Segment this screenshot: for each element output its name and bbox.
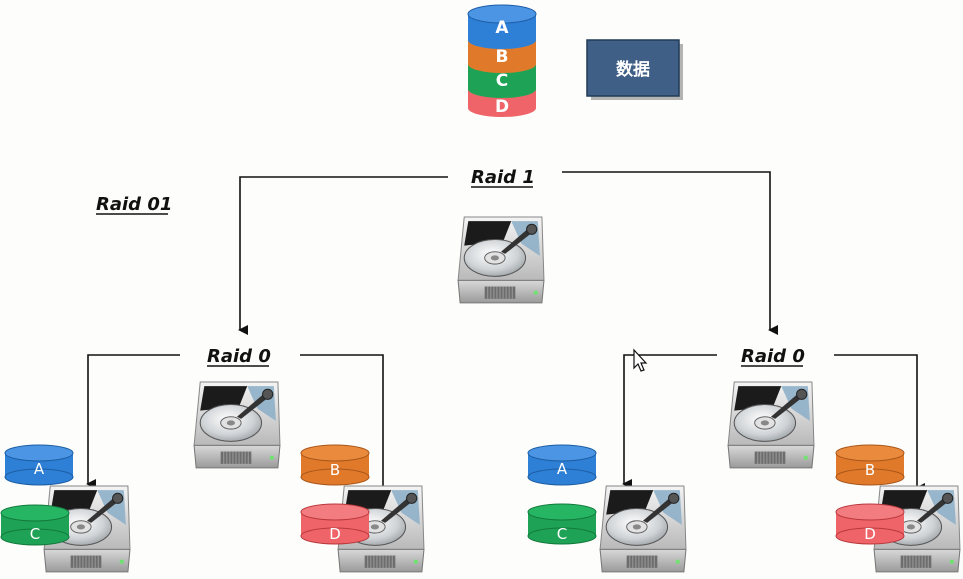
- arrow-left-raid0-to-disk1: [86, 354, 180, 489]
- raid0-left-title: Raid 0: [207, 346, 271, 367]
- stack-label-b: B: [496, 47, 509, 67]
- raid01-title: Raid 01: [96, 194, 172, 215]
- left-cylinder-d: D: [300, 503, 370, 545]
- left-cylinder-a: A: [4, 444, 74, 486]
- right-cylinder-d-label: D: [864, 525, 876, 543]
- left-cylinder-c-label: C: [30, 525, 40, 543]
- stack-label-d: D: [495, 97, 509, 117]
- raid0-left-label: Raid 0: [207, 346, 271, 367]
- left-cylinder-b: B: [300, 444, 370, 486]
- raid1-hard-drive-icon: [457, 216, 545, 304]
- raid1-label: Raid 1: [471, 167, 535, 188]
- left-raid0-hard-drive-icon: [193, 381, 281, 469]
- arrow-raid1-to-right-raid0: [562, 171, 778, 335]
- right-cylinder-d: D: [835, 503, 905, 545]
- raid01-label: Raid 01: [96, 194, 172, 215]
- stack-label-c: C: [496, 71, 508, 91]
- right-cylinder-c-label: C: [557, 525, 567, 543]
- left-cylinder-d-label: D: [329, 525, 341, 543]
- left-cylinder-a-label: A: [34, 460, 45, 478]
- right-cylinder-c: C: [527, 503, 597, 545]
- arrow-raid1-to-left-raid0: [238, 176, 448, 335]
- left-cylinder-b-label: B: [330, 461, 340, 479]
- raid1-title: Raid 1: [471, 167, 535, 188]
- data-legend-label: 数据: [616, 59, 650, 80]
- data-stack: D C B A: [467, 4, 537, 117]
- right-disk1-hard-drive-icon: [599, 485, 687, 573]
- connector-lines: [86, 171, 925, 497]
- stack-segment-a: A: [467, 4, 537, 49]
- right-cylinder-b: B: [835, 444, 905, 486]
- arrow-right-raid0-to-disk1: [622, 354, 717, 489]
- raid0-right-title: Raid 0: [741, 346, 805, 367]
- left-cylinder-c: C: [0, 504, 70, 546]
- data-legend-box: 数据: [586, 39, 683, 100]
- stack-label-a: A: [495, 18, 509, 38]
- right-cylinder-a-label: A: [557, 460, 568, 478]
- right-cylinder-b-label: B: [865, 461, 875, 479]
- right-cylinder-a: A: [527, 444, 597, 486]
- right-raid0-hard-drive-icon: [727, 381, 815, 469]
- arrow-right-raid0-to-disk2: [834, 354, 925, 493]
- raid0-right-label: Raid 0: [741, 346, 805, 367]
- arrow-left-raid0-to-disk2: [300, 354, 391, 497]
- mouse-cursor-icon: [633, 348, 648, 372]
